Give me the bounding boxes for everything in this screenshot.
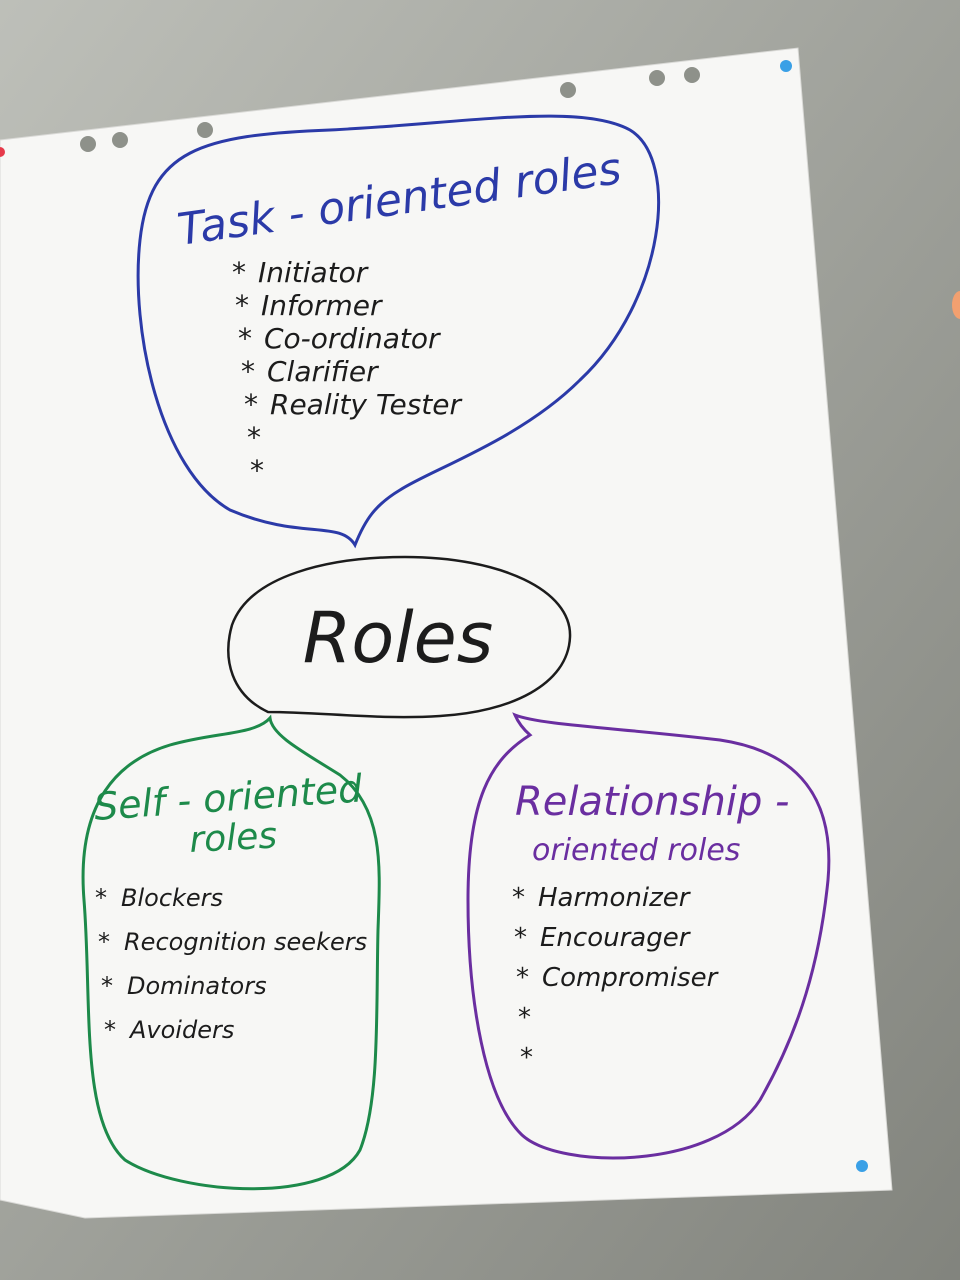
relationship-bullet: * <box>518 1003 531 1033</box>
relationship-bullet: * <box>520 1043 533 1073</box>
binder-hole <box>112 132 128 148</box>
self-bullet: * <box>98 928 110 956</box>
task-item: Clarifier <box>267 355 379 388</box>
roles-label: Roles <box>303 597 493 679</box>
task-item: Informer <box>261 289 383 322</box>
relationship-item: Harmonizer <box>538 883 692 913</box>
task-bullet: * <box>250 454 264 487</box>
binder-hole <box>684 67 700 83</box>
task-list: *Initiator*Informer*Co-ordinator*Clarifi… <box>232 256 463 487</box>
binder-hole <box>560 82 576 98</box>
roles-bubble-outline <box>227 555 572 719</box>
relationship-item: Compromiser <box>542 963 720 993</box>
task-bullet: * <box>247 421 261 454</box>
task-item: Reality Tester <box>270 388 463 421</box>
task-bullet: * <box>244 388 258 421</box>
self-bubble-outline <box>81 714 381 1191</box>
binder-hole <box>649 70 665 86</box>
task-bullet: * <box>238 322 252 355</box>
self-item: Avoiders <box>128 1016 234 1044</box>
relationship-bubble-outline <box>466 712 831 1160</box>
binder-holes <box>80 67 700 152</box>
self-bullet: * <box>104 1016 116 1044</box>
task-bullet: * <box>235 289 249 322</box>
relationship-bullet: * <box>516 963 529 993</box>
binder-hole <box>80 136 96 152</box>
relationship-title-line1: Relationship - <box>515 779 790 825</box>
self-item: Recognition seekers <box>124 928 367 956</box>
task-item: Initiator <box>258 256 369 289</box>
relationship-list: * Harmonizer * Encourager * Compromiser * * <box>512 883 720 1073</box>
binder-hole <box>197 122 213 138</box>
paper-sheet <box>0 47 893 1219</box>
relationship-item: Encourager <box>540 923 692 953</box>
self-title-line2: roles <box>188 815 278 861</box>
self-bullet: * <box>101 972 113 1000</box>
pin-icon <box>0 147 5 157</box>
self-item: Blockers <box>121 884 223 912</box>
self-list: * Blockers * Recognition seekers * Dominators… <box>95 884 367 1044</box>
task-bullet: * <box>241 355 255 388</box>
pin-icon <box>952 291 960 319</box>
self-item: Dominators <box>127 972 267 1000</box>
task-item: Co-ordinator <box>264 322 441 355</box>
relationship-bullet: * <box>512 883 525 913</box>
push-pins <box>0 60 960 1172</box>
relationship-title-line2: oriented roles <box>532 833 740 868</box>
self-bullet: * <box>95 884 107 912</box>
pin-icon <box>856 1160 868 1172</box>
pin-icon <box>780 60 792 72</box>
task-bullet: * <box>232 256 246 289</box>
task-bubble-outline <box>136 114 661 549</box>
relationship-bullet: * <box>514 923 527 953</box>
